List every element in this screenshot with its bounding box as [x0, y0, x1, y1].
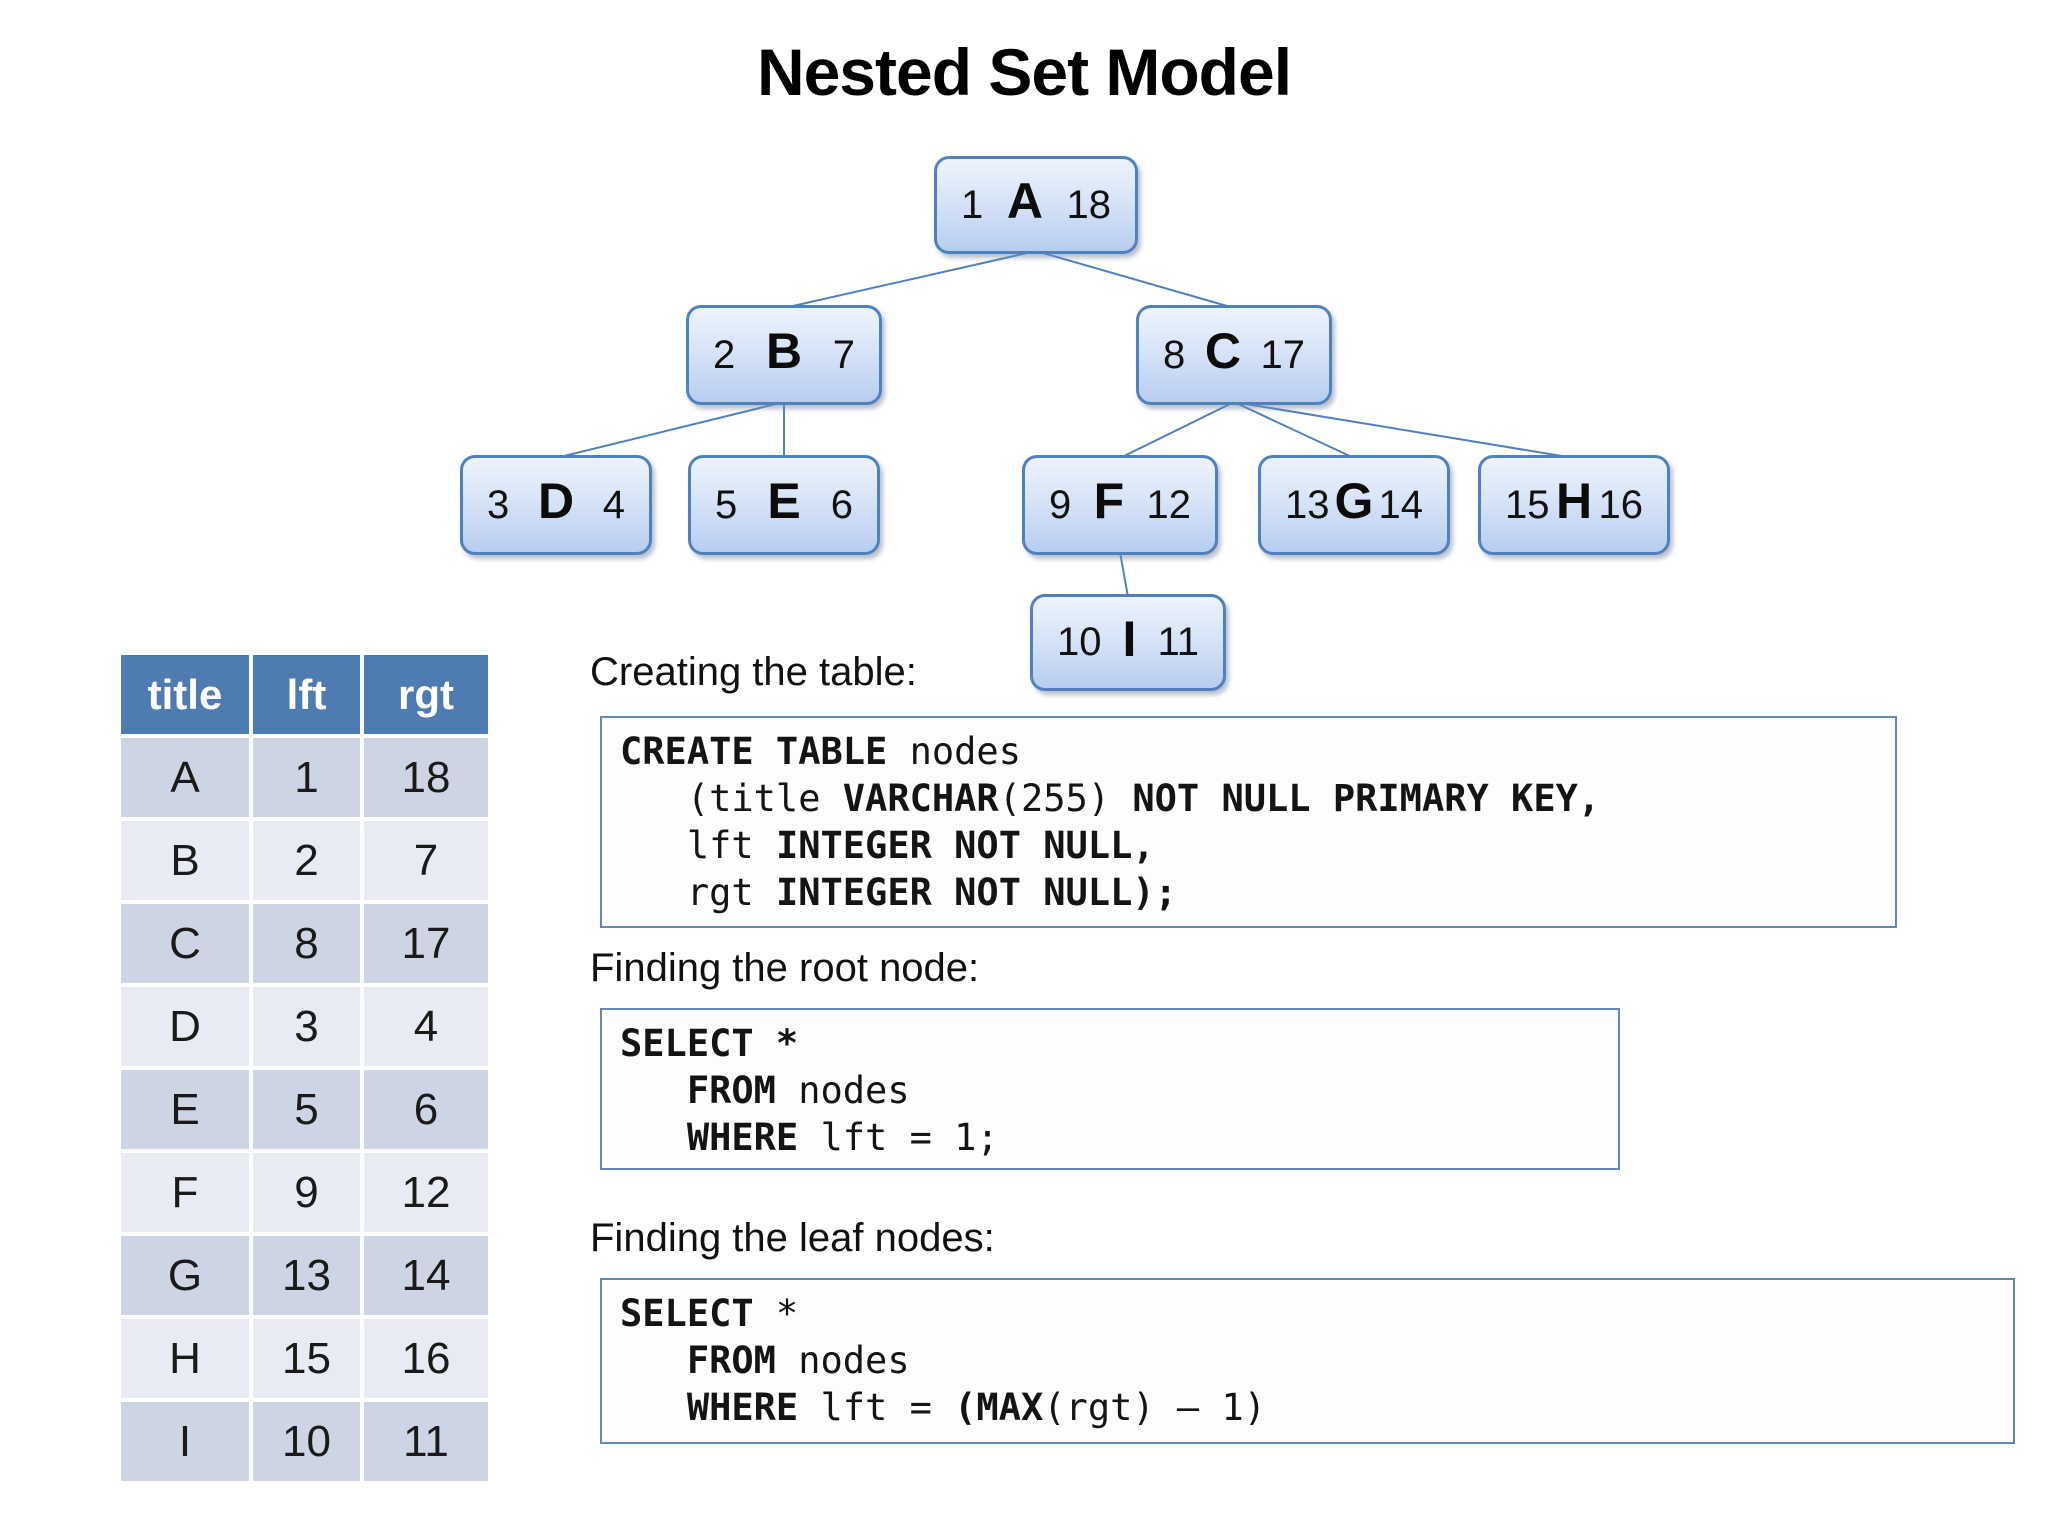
table-cell-G-lft: 13: [253, 1236, 360, 1315]
node-A-rgt: 18: [1066, 182, 1112, 227]
table-cell-G-rgt: 14: [364, 1236, 488, 1315]
node-D-title: D: [537, 473, 575, 529]
table-cell-H-lft: 15: [253, 1319, 360, 1398]
section-label-finding-the-leaf-nodes: Finding the leaf nodes:: [590, 1216, 995, 1260]
table-cell-A-title: A: [121, 738, 249, 817]
table-cell-D-lft: 3: [253, 987, 360, 1066]
table-cell-C-title: C: [121, 904, 249, 983]
table-cell-I-lft: 10: [253, 1402, 360, 1481]
node-H-title: H: [1555, 473, 1593, 529]
tree-edge-A-B: [783, 250, 1037, 309]
node-I-rgt: 11: [1157, 620, 1199, 664]
node-C-title: C: [1204, 323, 1241, 379]
tree-edge-C-F: [1119, 401, 1235, 459]
code-line: FROM nodes: [686, 1069, 910, 1112]
node-B-title: B: [765, 323, 803, 379]
table-cell-E-lft: 5: [253, 1070, 360, 1149]
table-cell-F-lft: 9: [253, 1153, 360, 1232]
code-line: (title VARCHAR(255) NOT NULL PRIMARY KEY…: [620, 777, 1601, 820]
table-cell-D-title: D: [121, 987, 249, 1066]
node-F-rgt: 12: [1146, 482, 1192, 527]
table-cell-A-lft: 1: [253, 738, 360, 817]
node-H-lft: 15: [1505, 482, 1550, 527]
node-E-rgt: 6: [830, 482, 853, 527]
node-A-lft: 1: [961, 182, 984, 227]
table-cell-I-rgt: 11: [364, 1402, 488, 1481]
node-G-rgt: 14: [1378, 482, 1424, 527]
node-I-title: I: [1122, 610, 1137, 667]
code-block-finding-the-root-node: SELECT * FROM nodes WHERE lft = 1;: [600, 1008, 1620, 1170]
section-label-finding-the-root-node: Finding the root node:: [590, 946, 980, 990]
table-cell-B-rgt: 7: [364, 821, 488, 900]
tree-edge-F-I: [1119, 551, 1129, 598]
table-cell-E-title: E: [121, 1070, 249, 1149]
node-D-lft: 3: [487, 482, 510, 527]
table-cell-C-rgt: 17: [364, 904, 488, 983]
code-line: CREATE TABLE nodes: [620, 730, 1021, 773]
node-I-lft: 10: [1057, 620, 1102, 664]
table-cell-I-title: I: [121, 1402, 249, 1481]
node-B-lft: 2: [713, 332, 736, 377]
node-G-title: G: [1334, 473, 1374, 529]
code-line: SELECT *: [620, 1292, 799, 1335]
tree-edge-A-C: [1035, 250, 1235, 309]
tree-edge-B-D: [555, 401, 785, 459]
node-F-title: F: [1093, 473, 1125, 529]
table-cell-B-lft: 2: [253, 821, 360, 900]
code-line: rgt INTEGER NOT NULL);: [620, 871, 1177, 914]
node-G-lft: 13: [1285, 482, 1330, 527]
tree-node-I: 10 I 11: [1030, 594, 1226, 691]
node-F-lft: 9: [1049, 482, 1072, 527]
code-line: WHERE lft = (MAX(rgt) – 1): [686, 1386, 1267, 1429]
node-E-lft: 5: [715, 482, 738, 527]
table-header-title: title: [121, 655, 249, 734]
page-title: Nested Set Model: [756, 35, 1292, 109]
node-D-rgt: 4: [602, 482, 625, 527]
tree-edge-C-G: [1233, 401, 1355, 459]
table-cell-A-rgt: 18: [364, 738, 488, 817]
code-line: FROM nodes: [686, 1339, 910, 1382]
table-cell-H-rgt: 16: [364, 1319, 488, 1398]
section-label-creating-the-table: Creating the table:: [590, 650, 917, 694]
node-H-rgt: 16: [1598, 482, 1644, 527]
code-block-finding-the-leaf-nodes: SELECT * FROM nodes WHERE lft = (MAX(rgt…: [600, 1278, 2015, 1444]
table-cell-H-title: H: [121, 1319, 249, 1398]
code-line: SELECT *: [620, 1022, 799, 1065]
node-B-rgt: 7: [832, 332, 855, 377]
code-line: WHERE lft = 1;: [686, 1116, 999, 1159]
table-cell-C-lft: 8: [253, 904, 360, 983]
code-block-creating-the-table: CREATE TABLE nodes (title VARCHAR(255) N…: [600, 716, 1897, 928]
tree-edge-C-H: [1233, 401, 1575, 459]
table-cell-F-rgt: 12: [364, 1153, 488, 1232]
code-line: lft INTEGER NOT NULL,: [620, 824, 1155, 867]
table-cell-G-title: G: [121, 1236, 249, 1315]
node-C-rgt: 17: [1260, 332, 1306, 377]
table-header-rgt: rgt: [364, 655, 488, 734]
table-header-lft: lft: [253, 655, 360, 734]
table-cell-F-title: F: [121, 1153, 249, 1232]
table-cell-E-rgt: 6: [364, 1070, 488, 1149]
node-A-title: A: [1006, 173, 1043, 229]
table-cell-B-title: B: [121, 821, 249, 900]
node-C-lft: 8: [1163, 332, 1186, 377]
table-cell-D-rgt: 4: [364, 987, 488, 1066]
node-E-title: E: [767, 473, 801, 529]
